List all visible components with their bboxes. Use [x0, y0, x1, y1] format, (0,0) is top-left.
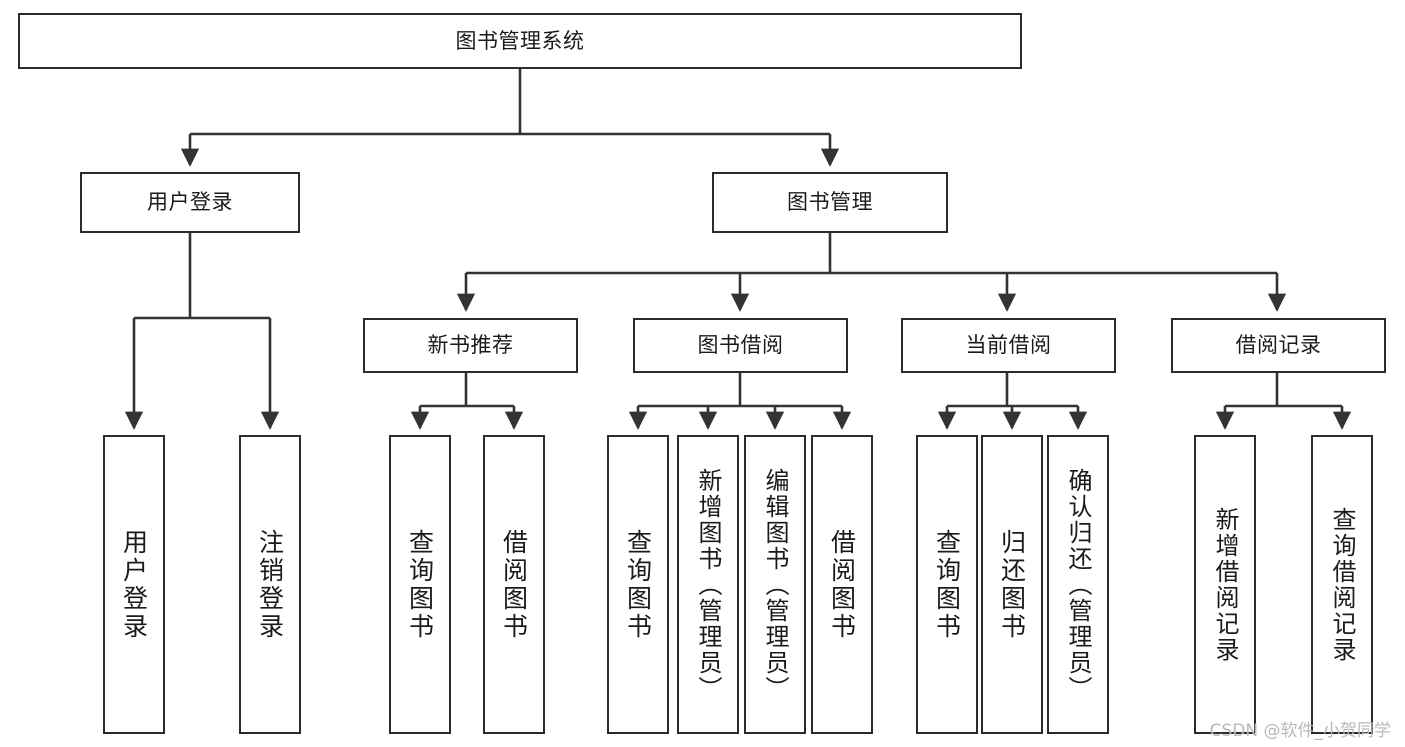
node-leaf-logout-login[interactable]: 注销登录: [239, 435, 301, 734]
node-new-book-recommend-label: 新书推荐: [427, 333, 514, 358]
node-leaf-confirm-return[interactable]: 确认归还（管理员）: [1047, 435, 1109, 734]
node-leaf-add-record[interactable]: 新增借阅记录: [1194, 435, 1256, 734]
node-leaf-user-login-label: 用户登录: [119, 528, 149, 641]
node-leaf-user-login[interactable]: 用户登录: [103, 435, 165, 734]
node-leaf-borrow-book-1-label: 借阅图书: [499, 528, 529, 641]
node-leaf-borrow-book-1[interactable]: 借阅图书: [483, 435, 545, 734]
node-book-borrow-label: 图书借阅: [697, 333, 784, 358]
node-leaf-edit-book-label: 编辑图书（管理员）: [761, 467, 789, 702]
node-current-borrow-label: 当前借阅: [965, 333, 1052, 358]
node-current-borrow[interactable]: 当前借阅: [901, 318, 1116, 373]
node-leaf-query-record[interactable]: 查询借阅记录: [1311, 435, 1373, 734]
node-book-borrow[interactable]: 图书借阅: [633, 318, 848, 373]
node-leaf-return-book[interactable]: 归还图书: [981, 435, 1043, 734]
node-leaf-query-book-1[interactable]: 查询图书: [389, 435, 451, 734]
node-leaf-borrow-book-2[interactable]: 借阅图书: [811, 435, 873, 734]
node-leaf-logout-login-label: 注销登录: [255, 528, 285, 641]
node-leaf-query-book-3-label: 查询图书: [932, 528, 962, 641]
node-user-login[interactable]: 用户登录: [80, 172, 300, 233]
node-user-login-label: 用户登录: [147, 190, 233, 215]
node-root[interactable]: 图书管理系统: [18, 13, 1022, 69]
node-book-management[interactable]: 图书管理: [712, 172, 948, 233]
node-borrow-record-label: 借阅记录: [1235, 333, 1322, 358]
node-borrow-record[interactable]: 借阅记录: [1171, 318, 1386, 373]
node-book-management-label: 图书管理: [787, 190, 873, 215]
node-leaf-query-book-3[interactable]: 查询图书: [916, 435, 978, 734]
node-leaf-add-book-label: 新增图书（管理员）: [694, 467, 722, 702]
node-leaf-return-book-label: 归还图书: [997, 528, 1027, 641]
node-leaf-confirm-return-label: 确认归还（管理员）: [1064, 467, 1092, 702]
node-leaf-borrow-book-2-label: 借阅图书: [827, 528, 857, 641]
node-leaf-edit-book[interactable]: 编辑图书（管理员）: [744, 435, 806, 734]
node-root-label: 图书管理系统: [455, 28, 585, 53]
node-leaf-add-book[interactable]: 新增图书（管理员）: [677, 435, 739, 734]
node-leaf-add-record-label: 新增借阅记录: [1211, 506, 1239, 663]
node-leaf-query-book-2-label: 查询图书: [623, 528, 653, 641]
node-leaf-query-book-1-label: 查询图书: [405, 528, 435, 641]
node-new-book-recommend[interactable]: 新书推荐: [363, 318, 578, 373]
node-leaf-query-record-label: 查询借阅记录: [1328, 506, 1356, 663]
node-leaf-query-book-2[interactable]: 查询图书: [607, 435, 669, 734]
